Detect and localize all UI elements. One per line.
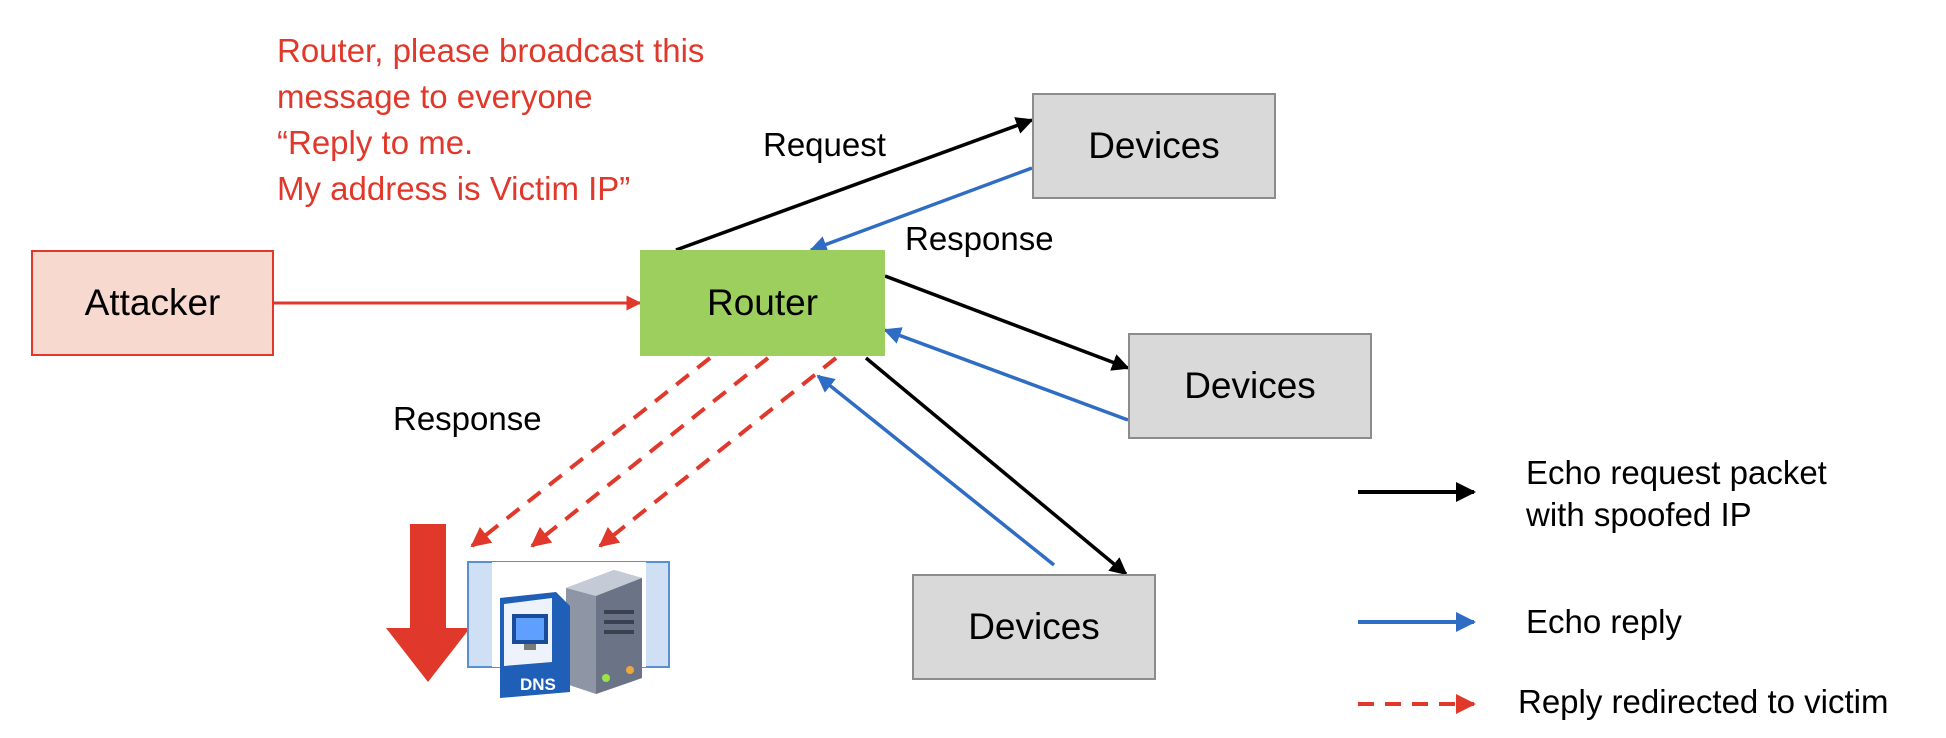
devices-node-1: Devices [1032, 93, 1276, 199]
victim-icon-label: DNS [520, 675, 556, 694]
attacker-node: Attacker [31, 250, 274, 356]
legend-redirected: Reply redirected to victim [1518, 683, 1889, 720]
request-arrow-device-3 [864, 356, 1128, 576]
request-label: Request [763, 126, 886, 163]
request-arrow-device-2 [884, 274, 1130, 371]
devices-label: Devices [968, 606, 1100, 647]
legend-echo-request-line2: with spoofed IP [1526, 496, 1752, 533]
legend-echo-request: Echo request packet with spoofed IP [1526, 452, 1827, 536]
dns-server-icon: DNS [467, 561, 670, 698]
attacker-message-line: Router, please broadcast this [277, 32, 705, 69]
reply-arrow-device-3 [816, 374, 1056, 567]
legend-echo-request-line1: Echo request packet [1526, 454, 1827, 491]
devices-node-3: Devices [912, 574, 1156, 680]
reply-arrow-device-1 [809, 166, 1033, 253]
devices-node-2: Devices [1128, 333, 1372, 439]
router-node: Router [640, 250, 885, 356]
attacker-message-line: “Reply to me. [277, 124, 474, 161]
attacker-message-line: My address is Victim IP” [277, 170, 631, 207]
redirect-arrow-3 [598, 356, 838, 548]
devices-label: Devices [1184, 365, 1316, 406]
request-arrow-device-1 [675, 117, 1034, 252]
attacker-message: Router, please broadcast this message to… [277, 28, 704, 212]
legend-echo-reply: Echo reply [1526, 603, 1682, 640]
response-label-victim: Response [393, 400, 542, 437]
attacker-label: Attacker [84, 282, 221, 323]
attacker-message-line: message to everyone [277, 78, 593, 115]
devices-label: Devices [1088, 125, 1220, 166]
router-label: Router [706, 282, 819, 323]
redirect-arrow-1 [470, 356, 712, 548]
response-label-device: Response [905, 220, 1054, 257]
redirect-arrow-2 [530, 356, 770, 548]
down-arrow-icon [386, 524, 470, 682]
reply-arrow-device-2 [883, 327, 1129, 422]
